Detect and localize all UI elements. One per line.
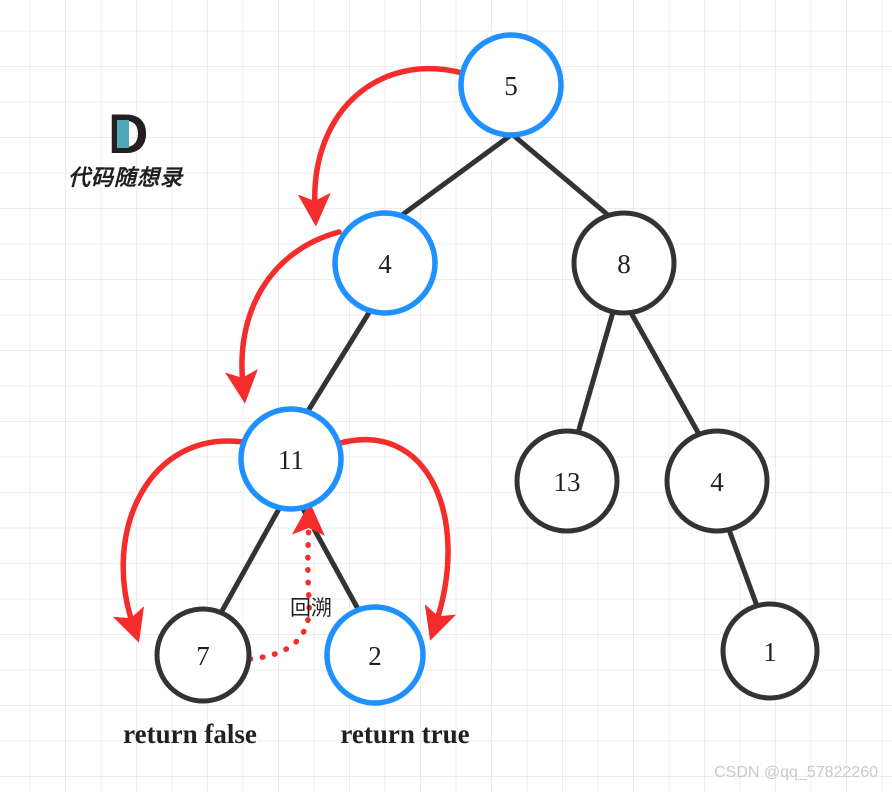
edge-11-7	[219, 504, 283, 614]
return-true-label: return true	[340, 719, 469, 749]
arrow-7-to-11	[247, 502, 325, 662]
edge-8-4	[627, 308, 703, 439]
logo-accent-bar	[117, 120, 129, 148]
node-label: 7	[196, 641, 210, 671]
tree-nodes: 5 4 8 11 13 4	[154, 32, 820, 706]
node-circle[interactable]	[238, 406, 344, 512]
node-13[interactable]: 13	[514, 428, 620, 534]
node-circle[interactable]	[154, 606, 252, 704]
node-7[interactable]: 7	[154, 606, 252, 704]
arrow-11-to-7	[112, 438, 246, 643]
node-label: 5	[504, 71, 518, 101]
node-circle[interactable]	[720, 601, 820, 701]
node-4-left[interactable]: 4	[332, 210, 438, 316]
edge-5-8	[510, 132, 611, 218]
node-label: 11	[278, 445, 304, 475]
node-2[interactable]: 2	[324, 604, 426, 706]
backtrack-label: 回溯	[290, 596, 332, 620]
node-label: 8	[617, 249, 631, 279]
logo-wordmark: 代码随想录	[68, 166, 184, 191]
node-8[interactable]: 8	[571, 210, 677, 316]
node-label: 1	[763, 637, 777, 667]
node-circle[interactable]	[324, 604, 426, 706]
node-circle[interactable]	[571, 210, 677, 316]
edge-8-13	[575, 309, 616, 436]
node-label: 4	[710, 467, 724, 497]
edge-4-11	[305, 308, 373, 414]
node-4-right[interactable]: 4	[664, 428, 770, 534]
node-circle[interactable]	[332, 210, 438, 316]
tree-edges	[219, 132, 760, 614]
backtrack-arrow-group: 回溯	[247, 502, 332, 662]
traverse-arrows	[112, 66, 465, 643]
node-label: 2	[368, 641, 382, 671]
node-1[interactable]: 1	[720, 601, 820, 701]
node-label: 13	[554, 467, 581, 497]
node-circle[interactable]	[514, 428, 620, 534]
watermark: CSDN @qq_57822260	[714, 764, 878, 781]
node-circle[interactable]	[458, 32, 564, 138]
return-annotations: return false return true	[123, 719, 469, 749]
brand-logo: D 代码随想录	[68, 106, 218, 192]
arrow-11-to-2	[337, 436, 457, 641]
arrow-4-to-11	[225, 229, 342, 404]
logo-d-icon: D	[108, 106, 162, 162]
arrow-5-to-4	[297, 66, 465, 227]
edge-4-1	[725, 524, 760, 609]
return-false-label: return false	[123, 719, 257, 749]
node-circle[interactable]	[664, 428, 770, 534]
edge-5-4	[399, 132, 514, 218]
node-5[interactable]: 5	[458, 32, 564, 138]
node-11[interactable]: 11	[238, 406, 344, 512]
node-label: 4	[378, 249, 392, 279]
